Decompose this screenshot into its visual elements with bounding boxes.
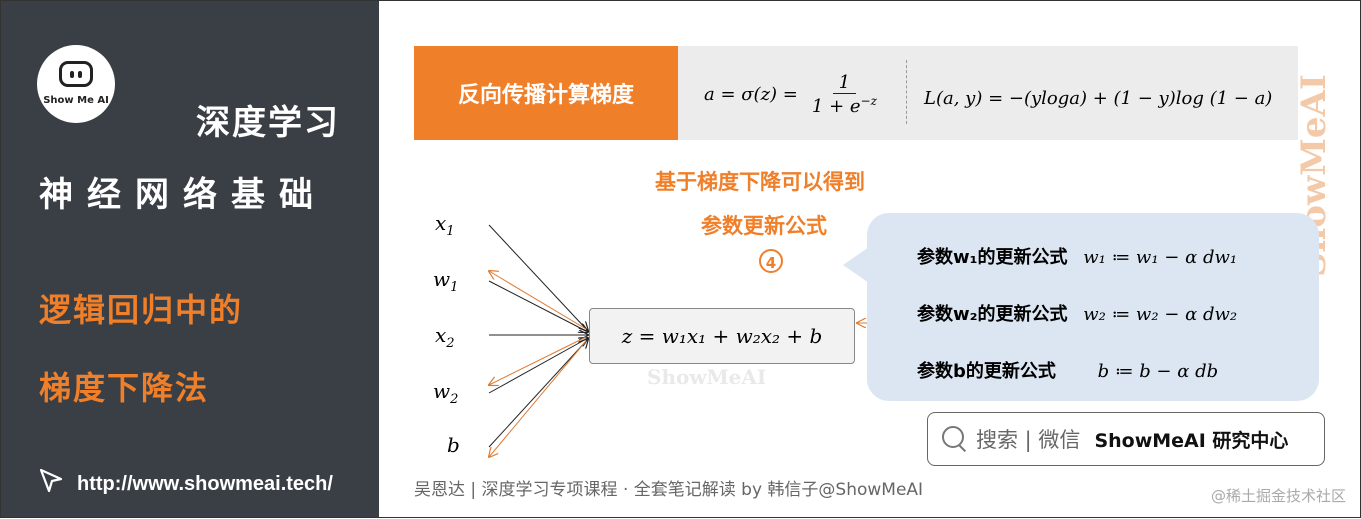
- section-tag: 反向传播计算梯度: [414, 46, 678, 140]
- update-rules-bubble: [867, 213, 1319, 401]
- edge-backward-b: [489, 340, 587, 457]
- bubble-tail: [843, 247, 869, 283]
- credit-watermark: @稀土掘金技术社区: [1210, 487, 1346, 505]
- search-icon: [942, 426, 968, 453]
- topic-title-line1: 逻辑回归中的: [39, 291, 244, 329]
- caption-line2: 参数更新公式: [701, 214, 827, 238]
- input-x1-subscript: 1: [446, 224, 455, 239]
- update-rule-w2: 参数w₂的更新公式 w₂ ≔ w₂ − α dw₂: [917, 300, 1237, 326]
- input-x2: x2: [435, 323, 455, 351]
- cursor-icon: [37, 467, 65, 502]
- update-rule-w1-formula: w₁ ≔ w₁ − α dw₁: [1083, 247, 1238, 268]
- input-b: b: [447, 433, 460, 457]
- input-x2-symbol: x: [435, 323, 447, 347]
- fraction-numerator: 1: [832, 72, 857, 94]
- update-rule-w1: 参数w₁的更新公式 w₁ ≔ w₁ − α dw₁: [917, 243, 1237, 269]
- update-rule-w1-label: 参数w₁的更新公式: [917, 247, 1068, 268]
- input-w2-symbol: w: [433, 379, 451, 403]
- denominator-exponent: −z: [860, 94, 877, 108]
- edge-forward-b: [488, 339, 588, 448]
- edge-forward-x1: [488, 224, 588, 331]
- fraction-denominator: 1 + e−z: [806, 94, 883, 117]
- course-title: 深度学习: [196, 103, 340, 143]
- input-x2-subscript: 2: [446, 336, 455, 351]
- wechat-search-box[interactable]: 搜索 | 微信 ShowMeAI 研究中心: [927, 412, 1325, 466]
- caption-line1: 基于梯度下降可以得到: [655, 170, 865, 194]
- update-rule-w2-label: 参数w₂的更新公式: [917, 304, 1068, 325]
- sigmoid-fraction: 1 1 + e−z: [806, 72, 883, 117]
- input-w1: w1: [433, 267, 458, 295]
- input-x1-symbol: x: [435, 211, 447, 235]
- logo-text: Show Me AI: [43, 95, 109, 106]
- input-w2: w2: [433, 379, 458, 407]
- loss-formula: L(a, y) = −(yloga) + (1 − y)log (1 − a): [924, 88, 1273, 109]
- edge-backward-w1: [489, 271, 587, 330]
- website-url[interactable]: http://www.showmeai.tech/: [77, 473, 333, 495]
- update-rule-b-label: 参数b的更新公式: [917, 361, 1056, 382]
- edge-forward-w1: [488, 280, 588, 332]
- search-text: 搜索 | 微信: [976, 428, 1081, 452]
- update-rule-b: 参数b的更新公式 b ≔ b − α db: [917, 357, 1218, 383]
- edge-forward-w2: [488, 338, 588, 394]
- center-watermark: ShowMeAI: [647, 365, 767, 389]
- sidebar-panel: Show Me AI 深度学习 神经网络基础 逻辑回归中的 梯度下降法 http…: [1, 1, 379, 517]
- sigmoid-lhs: a = σ(z) =: [704, 84, 798, 105]
- denominator-base: 1 + e: [811, 96, 861, 117]
- formula-divider: [906, 60, 907, 124]
- input-w2-subscript: 2: [450, 392, 459, 407]
- input-x1: x1: [435, 211, 455, 239]
- update-rule-w2-formula: w₂ ≔ w₂ − α dw₂: [1083, 304, 1238, 325]
- input-b-symbol: b: [447, 433, 460, 457]
- step-number-badge: 4: [759, 249, 783, 273]
- search-brand: ShowMeAI 研究中心: [1094, 429, 1289, 452]
- robot-face-icon: [59, 61, 93, 87]
- footer-text: 吴恩达 | 深度学习专项课程 · 全套笔记解读 by 韩信子@ShowMeAI: [414, 480, 924, 500]
- linear-node: z = w₁x₁ + w₂x₂ + b: [589, 308, 855, 364]
- sigmoid-formula: a = σ(z) = 1 1 + e−z: [704, 72, 883, 117]
- topic-title-line2: 梯度下降法: [39, 369, 210, 407]
- website-link[interactable]: http://www.showmeai.tech/: [37, 467, 333, 502]
- input-w1-symbol: w: [433, 267, 451, 291]
- chapter-title: 神经网络基础: [39, 175, 327, 215]
- update-rule-b-formula: b ≔ b − α db: [1097, 361, 1219, 382]
- showmeai-logo: Show Me AI: [37, 45, 115, 123]
- edge-backward-w2: [489, 336, 587, 385]
- formula-bar: a = σ(z) = 1 1 + e−z L(a, y) = −(yloga) …: [678, 46, 1298, 140]
- input-w1-subscript: 1: [450, 280, 459, 295]
